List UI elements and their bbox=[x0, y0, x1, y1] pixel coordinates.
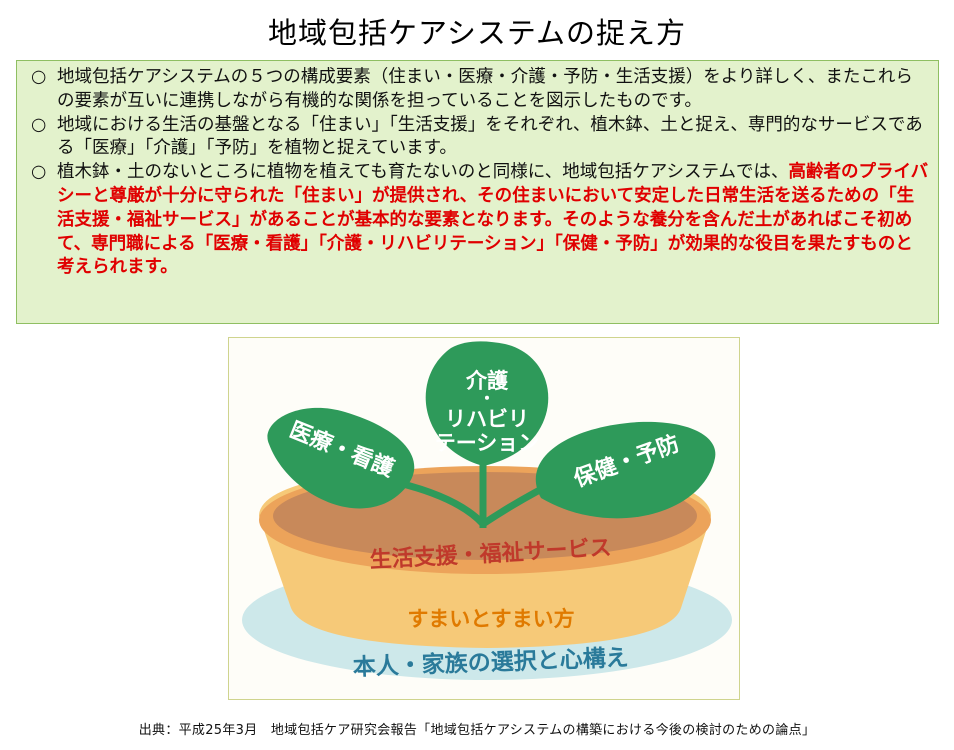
paragraph-2: ○ 地域における生活の基盤となる「住まい」「生活支援」をそれぞれ、植木鉢、土と捉… bbox=[27, 114, 930, 162]
pot-label: すまいとすまい方 bbox=[407, 607, 574, 631]
source-citation: 出典：平成25年3月 地域包括ケア研究会報告「地域包括ケアシステムの構築における… bbox=[138, 723, 816, 738]
bullet-mark: ○ bbox=[31, 67, 47, 87]
leaf-center-line-1: 介護 bbox=[465, 369, 509, 393]
leaf-center-line-3: リハビリ bbox=[445, 407, 529, 431]
paragraph-3: ○ 植木鉢・土のないところに植物を植えても育たないのと同様に、地域包括ケアシステ… bbox=[27, 161, 930, 280]
leaf-center-line-4: テーション bbox=[435, 431, 540, 455]
description-box: ○ 地域包括ケアシステムの５つの構成要素（住まい・医療・介護・予防・生活支援）を… bbox=[16, 60, 939, 324]
stem-left bbox=[398, 479, 486, 527]
paragraph-1: ○ 地域包括ケアシステムの５つの構成要素（住まい・医療・介護・予防・生活支援）を… bbox=[27, 66, 930, 114]
paragraph-emphasis: 高齢者のプライバシーと尊厳が十分に守られた「住まい」が提供され、その住まいにおい… bbox=[57, 162, 929, 278]
leaf-center bbox=[425, 341, 549, 466]
paragraph-text: 地域包括ケアシステムの５つの構成要素（住まい・医療・介護・予防・生活支援）をより… bbox=[57, 67, 913, 111]
leaf-left bbox=[267, 407, 415, 509]
paragraph-text: 地域における生活の基盤となる「住まい」「生活支援」をそれぞれ、植木鉢、土と捉え、… bbox=[57, 114, 923, 159]
flowerpot-illustration: 医療・看護 保健・予防 介護 ・ リハビリ テーション 生活支援・福祉サービス … bbox=[242, 341, 732, 681]
bullet-mark: ○ bbox=[31, 162, 47, 183]
leaf-right bbox=[535, 421, 716, 519]
bullet-mark: ○ bbox=[31, 114, 47, 135]
flowerpot-diagram: 医療・看護 保健・予防 介護 ・ リハビリ テーション 生活支援・福祉サービス … bbox=[228, 337, 740, 700]
leaf-center-line-2: ・ bbox=[479, 389, 495, 408]
paragraph-text: 植木鉢・土のないところに植物を植えても育たないのと同様に、地域包括ケアシステムで… bbox=[57, 162, 789, 183]
page-title: 地域包括ケアシステムの捉え方 bbox=[268, 16, 686, 50]
